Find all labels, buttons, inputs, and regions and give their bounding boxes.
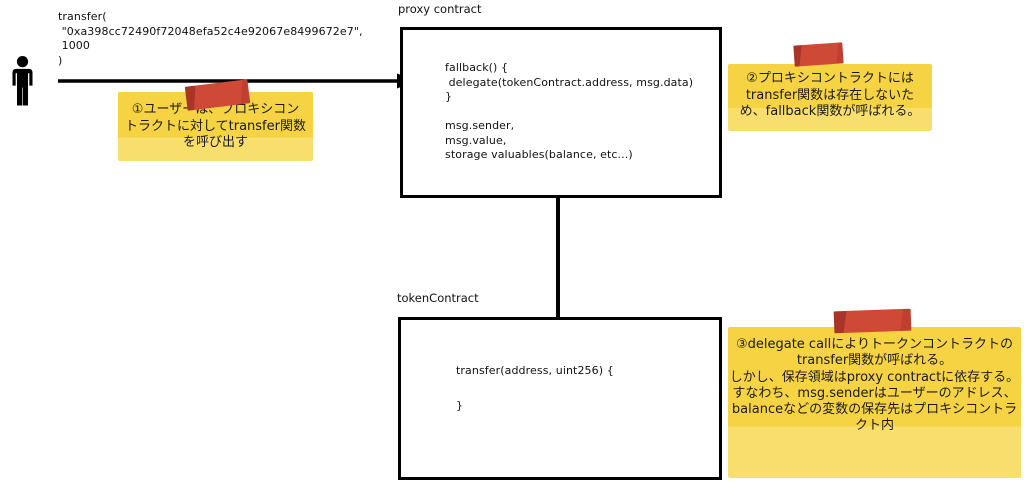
user-call-code: transfer( "0xa398cc72490f72048efa52c4e92…: [58, 10, 363, 67]
note-step3: ③delegate callによりトークンコントラクトの transfer関数が…: [728, 327, 1021, 478]
token-contract-box: [398, 317, 722, 480]
proxy-contract-box: [400, 27, 722, 198]
tape-icon: [793, 42, 844, 67]
proxy-contract-label: proxy contract: [398, 2, 482, 16]
token-contract-code: transfer(address, uint256) { }: [456, 364, 614, 412]
person-icon: [7, 56, 38, 107]
tape-icon: [833, 308, 912, 334]
proxy-contract-code: fallback() { delegate(tokenContract.addr…: [445, 61, 694, 161]
note-step2: ②プロキシコントラクトには transfer関数は存在しないた め、fallba…: [728, 64, 932, 131]
token-contract-label: tokenContract: [397, 291, 479, 305]
